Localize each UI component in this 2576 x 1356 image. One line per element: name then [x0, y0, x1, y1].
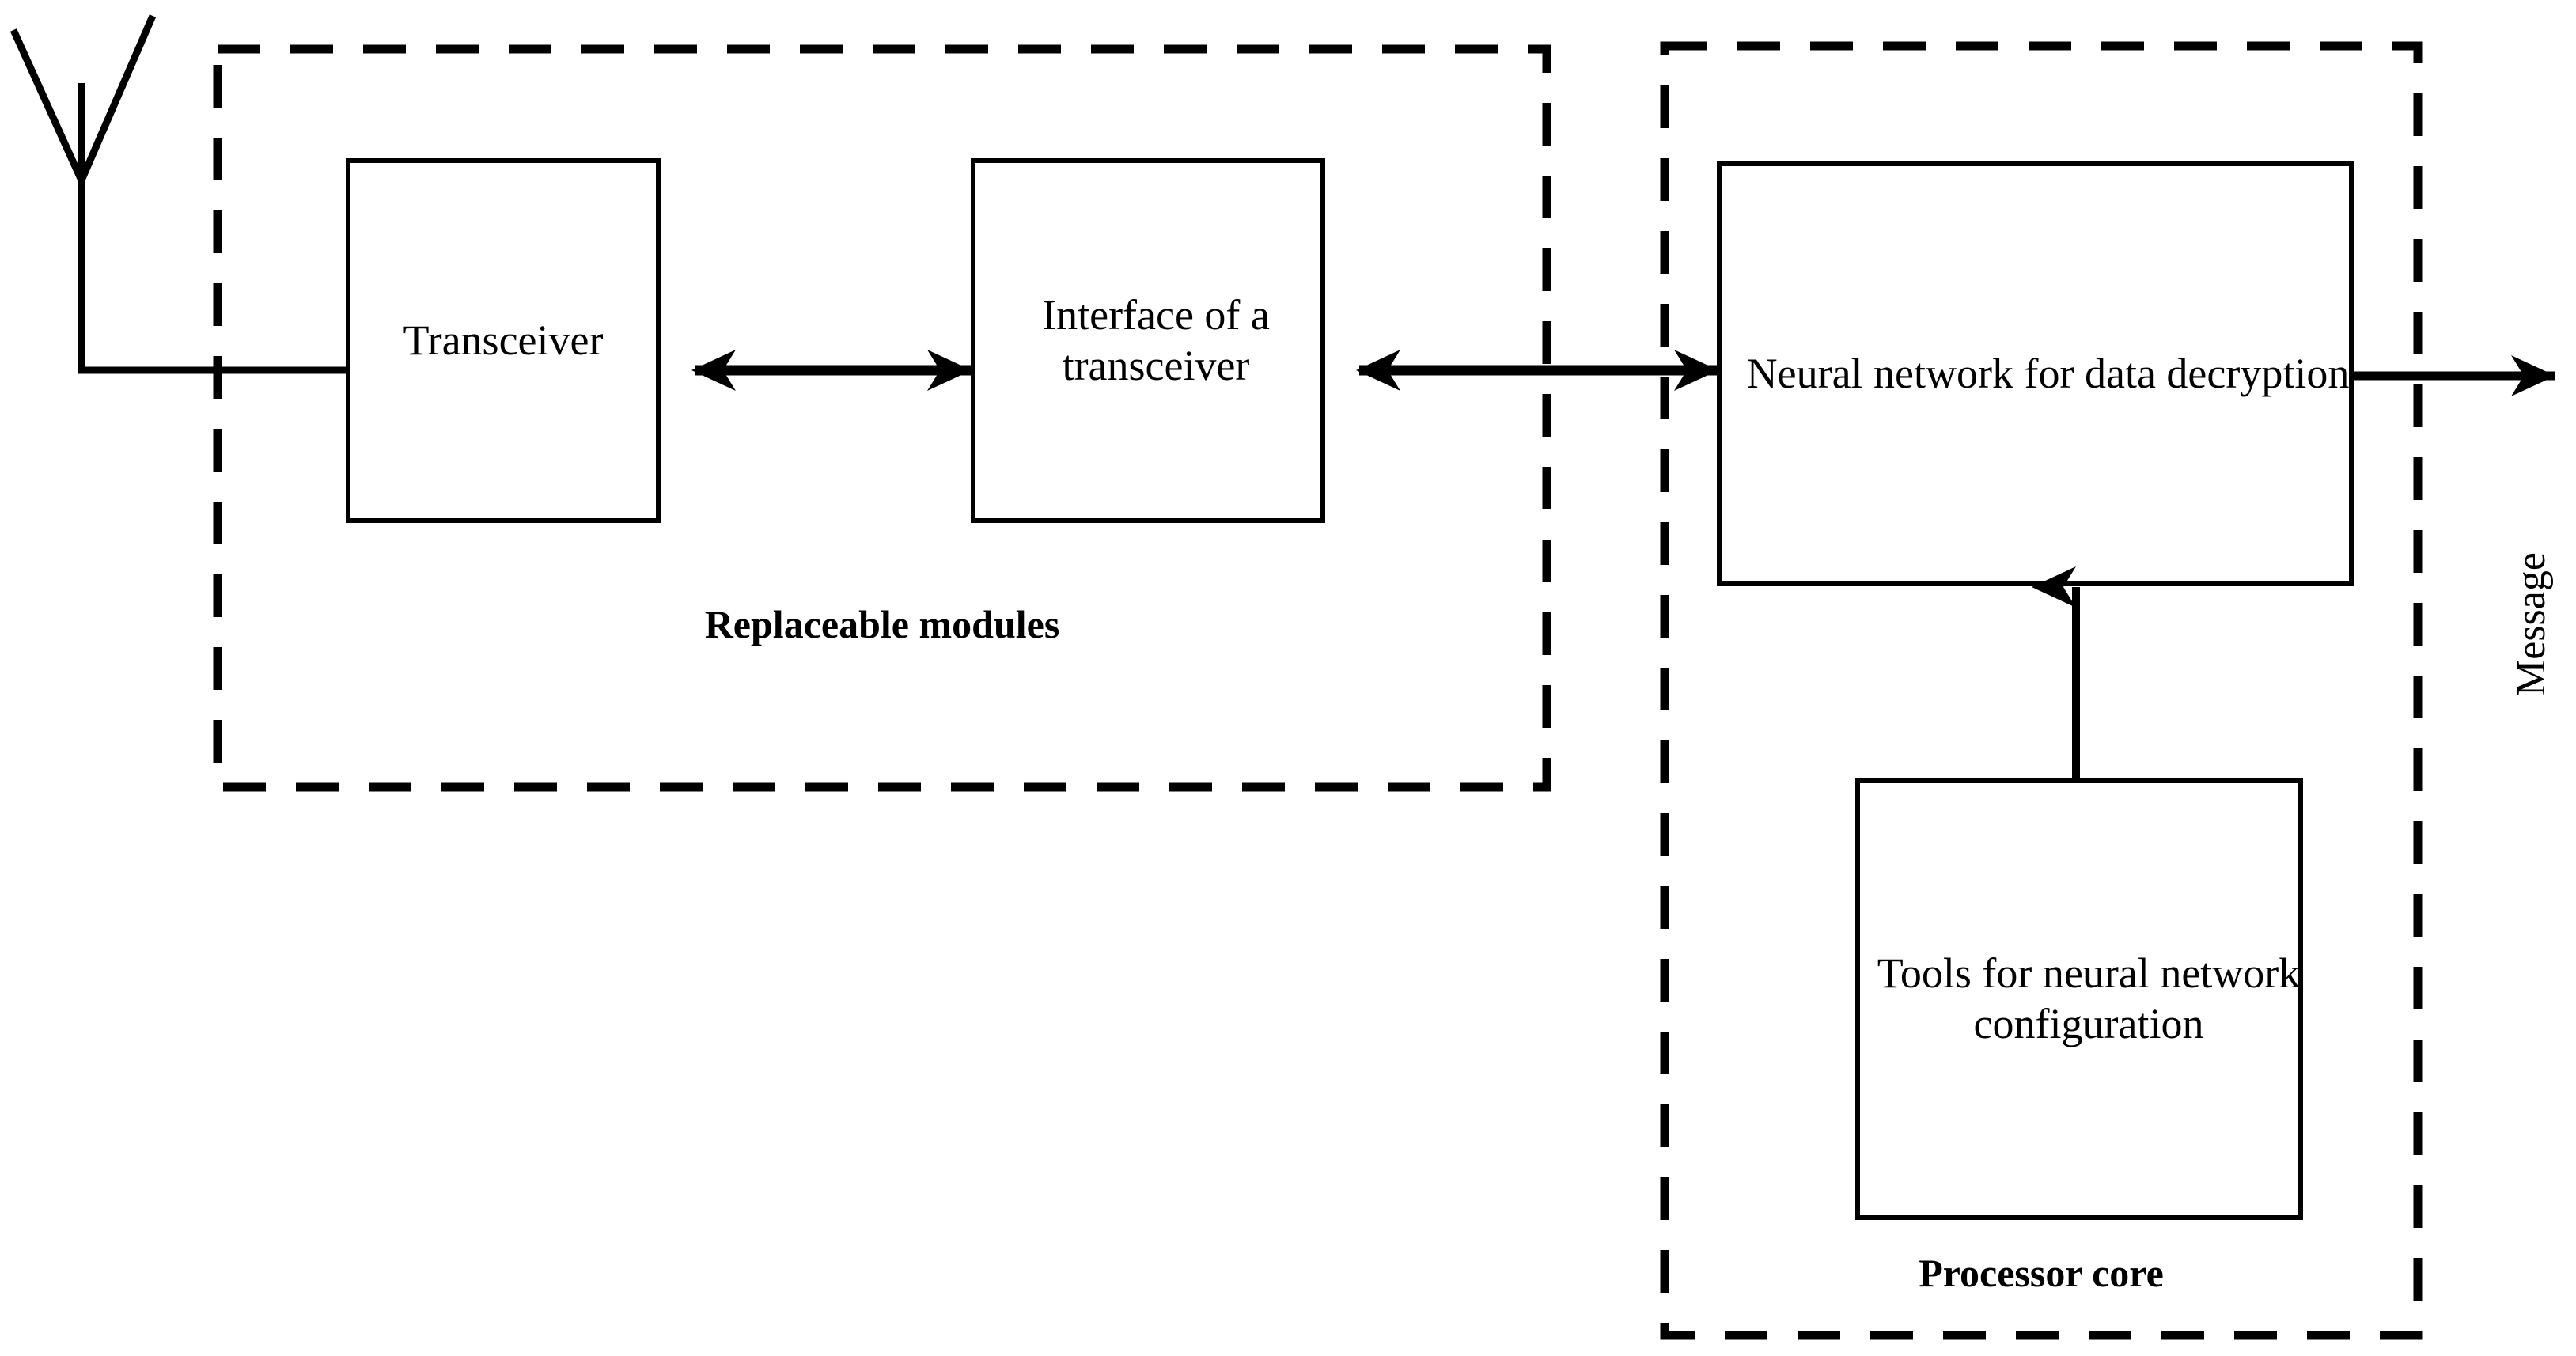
- antenna-icon: [9, 14, 157, 370]
- block-transceiver[interactable]: [346, 158, 661, 523]
- block-neural-network-for-data-decryption[interactable]: [1717, 161, 2354, 586]
- group-label-processor-core: Processor core: [1919, 1251, 2164, 1295]
- group-boundary-processor-core: [1660, 41, 2423, 1340]
- block-interface-of-a-transceiver[interactable]: [971, 158, 1325, 523]
- block-tools-for-neural-network-configuration[interactable]: [1855, 778, 2303, 1220]
- group-label-replaceable-modules: Replaceable modules: [704, 602, 1060, 646]
- edge-label-message: Message: [2509, 552, 2554, 696]
- group-boundary-replaceable-modules: [213, 44, 1551, 792]
